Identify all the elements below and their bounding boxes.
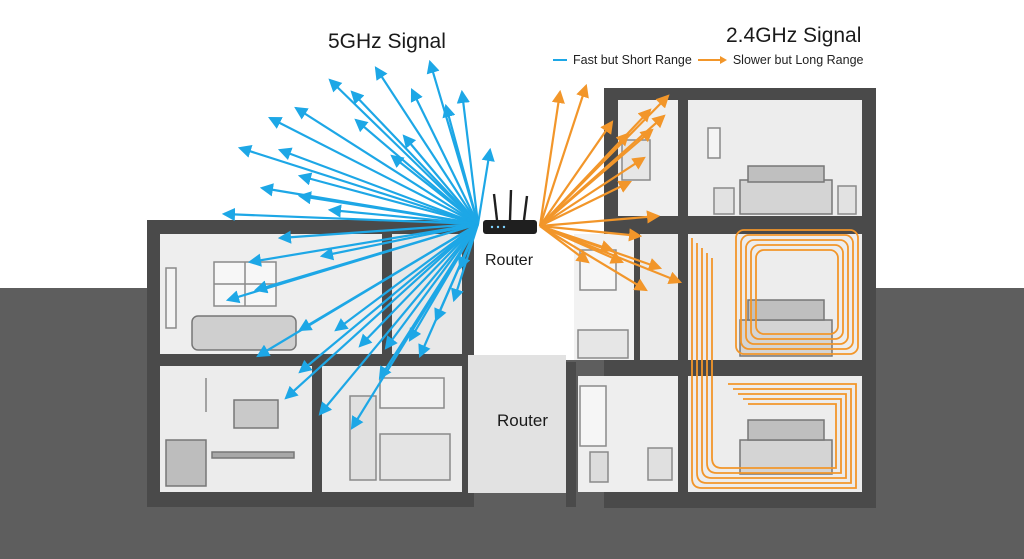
legend-5ghz-swatch bbox=[553, 59, 567, 61]
5ghz-ray bbox=[247, 222, 479, 267]
24ghz-loop bbox=[740, 234, 854, 350]
5ghz-ray bbox=[319, 222, 479, 261]
5ghz-ray bbox=[456, 89, 480, 225]
legend-24ghz-swatch bbox=[697, 56, 727, 64]
5ghz-ray bbox=[442, 103, 480, 225]
5ghz-signal-rays bbox=[221, 59, 495, 430]
5ghz-ray bbox=[221, 207, 479, 226]
24ghz-ray bbox=[538, 89, 565, 227]
5ghz-ray bbox=[402, 134, 479, 225]
5ghz-ray bbox=[358, 223, 479, 348]
5ghz-ray bbox=[390, 154, 479, 225]
legend: Fast but Short Range Slower but Long Ran… bbox=[553, 53, 863, 67]
5ghz-ray bbox=[298, 223, 479, 374]
24ghz-title: 2.4GHz Signal bbox=[726, 24, 862, 47]
5ghz-ray bbox=[284, 223, 479, 400]
router-label: Router bbox=[485, 252, 534, 269]
5ghz-ray bbox=[277, 222, 479, 244]
24ghz-loop bbox=[696, 243, 852, 484]
router-room-label: Router bbox=[497, 411, 549, 430]
5ghz-ray bbox=[225, 222, 479, 304]
24ghz-ray bbox=[539, 120, 614, 227]
24ghz-loop bbox=[755, 249, 839, 335]
24ghz-ray bbox=[539, 225, 648, 292]
24ghz-loop bbox=[691, 238, 857, 489]
5ghz-ray bbox=[410, 88, 479, 225]
24ghz-ray bbox=[539, 156, 646, 227]
24ghz-loop bbox=[735, 229, 859, 355]
24ghz-ray bbox=[539, 180, 632, 227]
24ghz-signal-rays bbox=[538, 83, 683, 292]
5ghz-ray bbox=[350, 90, 479, 225]
24ghz-loop bbox=[711, 258, 837, 469]
24ghz-loop bbox=[701, 248, 847, 479]
24ghz-signal-loops bbox=[691, 229, 859, 489]
5ghz-ray bbox=[318, 223, 479, 416]
5ghz-ray bbox=[297, 191, 479, 226]
legend-slow-label: Slower but Long Range bbox=[732, 53, 864, 67]
24ghz-ray bbox=[539, 128, 654, 227]
5ghz-ray bbox=[384, 223, 479, 350]
24ghz-ray bbox=[539, 94, 670, 227]
5ghz-ray bbox=[256, 223, 479, 358]
5ghz-ray bbox=[277, 147, 479, 226]
5ghz-ray bbox=[374, 66, 479, 225]
legend-fast-label: Fast but Short Range bbox=[573, 53, 692, 67]
24ghz-ray bbox=[539, 224, 683, 285]
24ghz-loop bbox=[706, 253, 842, 474]
5ghz-ray bbox=[408, 223, 479, 342]
5ghz-ray bbox=[327, 204, 479, 226]
5ghz-ray bbox=[378, 223, 479, 380]
5ghz-ray bbox=[268, 117, 479, 225]
24ghz-ray bbox=[538, 83, 589, 227]
5ghz-ray bbox=[328, 78, 479, 225]
router-icon bbox=[483, 189, 537, 234]
5ghz-ray bbox=[476, 147, 495, 225]
24ghz-ray bbox=[539, 224, 643, 242]
24ghz-ray bbox=[539, 210, 661, 228]
24ghz-loop bbox=[745, 239, 849, 345]
5ghz-ray bbox=[334, 223, 479, 332]
5ghz-title: 5GHz Signal bbox=[328, 30, 446, 53]
5ghz-ray bbox=[297, 172, 479, 226]
5ghz-ray bbox=[294, 106, 479, 225]
5ghz-ray bbox=[458, 223, 480, 271]
5ghz-ray bbox=[237, 145, 479, 226]
24ghz-loop bbox=[750, 244, 844, 340]
